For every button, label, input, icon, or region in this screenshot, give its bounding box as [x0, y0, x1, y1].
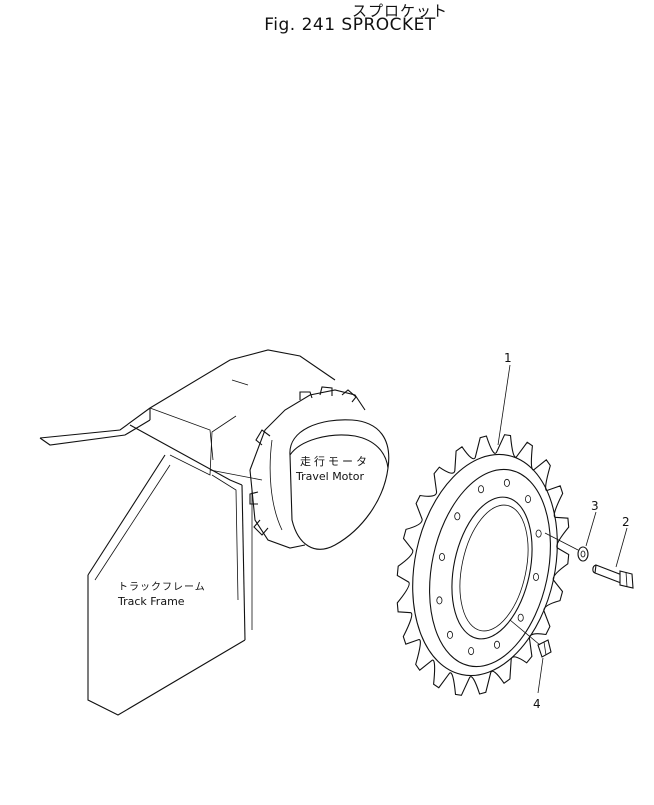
- figure-title: Fig. 241 SPROCKET: [264, 15, 436, 35]
- callout-bolt: 2: [622, 515, 630, 529]
- figure-title-japanese: スプロケット: [351, 2, 448, 20]
- bolt-hole: [436, 596, 443, 605]
- callout-plug: 4: [533, 697, 541, 711]
- bolt: [592, 564, 634, 589]
- washer: [577, 546, 589, 562]
- bolt-holes: [436, 478, 542, 656]
- bolt-hole: [533, 573, 540, 582]
- bolt-hole: [477, 485, 484, 494]
- bolt-hole: [454, 512, 461, 521]
- callout-sprocket: 1: [504, 351, 512, 365]
- track-frame: [39, 349, 336, 716]
- callout-washer: 3: [591, 499, 599, 513]
- leader-lines: [497, 364, 628, 694]
- bolt-hole: [535, 529, 542, 538]
- bolt-hole: [503, 478, 510, 487]
- track-frame-label: Track Frame: [117, 595, 185, 608]
- track-frame-label-jp: トラックフレーム: [118, 581, 206, 593]
- bolt-hole: [438, 553, 445, 562]
- plug: [537, 639, 552, 658]
- bolt-hole: [525, 495, 532, 504]
- travel-motor-label-jp: 走行モータ: [300, 455, 370, 468]
- bolt-hole: [493, 640, 500, 649]
- bolt-hole: [468, 647, 475, 656]
- travel-motor: 走行モータ Travel Motor: [249, 386, 390, 550]
- travel-motor-label: Travel Motor: [295, 470, 364, 483]
- bolt-hole: [446, 630, 453, 639]
- sprocket: [396, 434, 570, 696]
- bolt-hole: [517, 613, 524, 622]
